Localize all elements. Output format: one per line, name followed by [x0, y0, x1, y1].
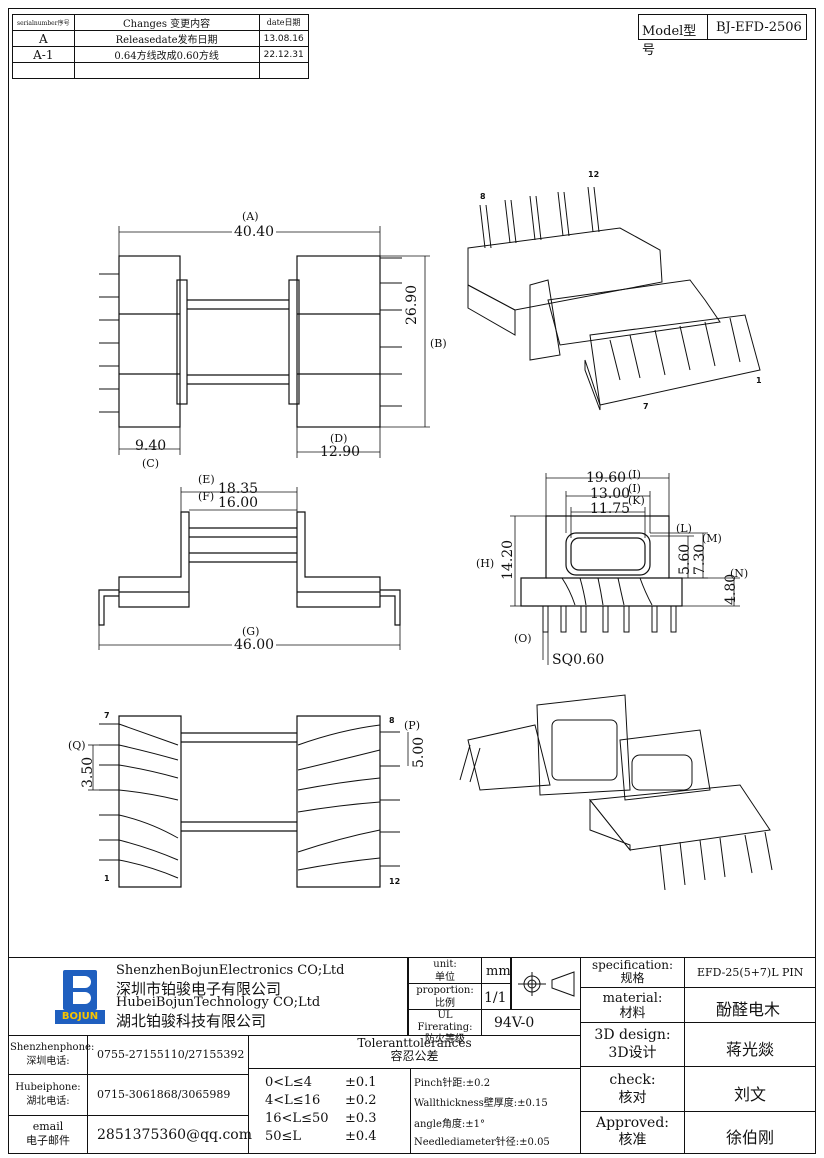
proportion-value: 1/1 — [484, 990, 507, 1006]
tolerances-title: Toleranttolerances 容忍公差 — [357, 1036, 472, 1063]
design-value: 蒋光燚 — [726, 1040, 775, 1059]
dim-c-label: (C) — [142, 457, 159, 470]
proportion-label: proportion: 比例 — [416, 985, 474, 1009]
fire-label: UL Firerating: 防火等级 — [417, 1010, 473, 1045]
revision-table: serialnumber序号 Changes 变更内容 date日期 A Rel… — [12, 14, 309, 79]
dim-k-label: (K) — [628, 494, 645, 507]
tol-value: ±0.4 — [345, 1129, 377, 1144]
dim-q-label: (Q) — [68, 739, 86, 752]
dim-m-label: (M) — [702, 532, 722, 545]
dim-a-value: 40.40 — [232, 224, 277, 240]
tol-range: 16<L≤50 — [265, 1111, 329, 1126]
dim-c-value: 9.40 — [135, 438, 167, 454]
dim-e-label: (E) — [198, 473, 215, 486]
tol-range: 4<L≤16 — [265, 1093, 321, 1108]
tol-note: angle角度:±1° — [414, 1119, 486, 1130]
company-line2-cn: 湖北铂骏科技有限公司 — [116, 1012, 267, 1030]
dim-b-label: (B) — [430, 337, 447, 350]
material-label: material: 材料 — [602, 991, 663, 1021]
dim-o-value: SQ0.60 — [552, 652, 605, 668]
company-line1-cn: 深圳市铂骏电子有限公司 — [116, 980, 282, 998]
dim-k-value: 11.75 — [590, 501, 631, 517]
technical-drawing — [88, 186, 773, 891]
iso-view-top — [467, 186, 761, 411]
dim-b-value: 26.90 — [404, 284, 420, 325]
projection-symbol-cell — [511, 957, 581, 1010]
bottom-view — [88, 715, 409, 888]
unit-label: unit: 单位 — [433, 959, 457, 983]
dim-i1-label: (I) — [628, 468, 641, 481]
dim-f-label: (F) — [198, 490, 215, 503]
pin-label-1: 1 — [104, 874, 110, 883]
dim-g-value: 46.00 — [232, 637, 277, 653]
pin-label-8: 8 — [389, 716, 395, 725]
table-row — [12, 62, 309, 79]
contact-value-hubei: 0715-3061868/3065989 — [97, 1088, 231, 1101]
tol-note: Wallthickness壁厚度:±0.15 — [414, 1098, 548, 1109]
logo-text: BOJUN — [55, 1010, 105, 1024]
dim-d-label: (D) — [330, 432, 348, 445]
company-line2-en: HubeiBojunTechnology CO;Ltd — [116, 995, 321, 1010]
contact-value-shenzhen: 0755-27155110/27155392 — [97, 1048, 245, 1061]
model-value-cell: BJ-EFD-2506 — [707, 14, 807, 40]
model-label: Model型号 — [642, 24, 697, 58]
dim-q-value: 3.50 — [80, 756, 96, 788]
dim-g-label: (G) — [242, 625, 260, 638]
dim-p-label: (P) — [404, 719, 420, 732]
tol-value: ±0.1 — [345, 1075, 377, 1090]
iso-pin-label-12: 12 — [588, 170, 600, 179]
spec-label: specification: 规格 — [591, 958, 674, 985]
table-row: A Releasedate发布日期 13.08.16 — [12, 30, 309, 47]
dim-n-label: (N) — [730, 567, 749, 580]
company-line1-en: ShenzhenBojunElectronics CO;Ltd — [116, 963, 345, 978]
contact-label-hubei: Hubeiphone: 湖北电话: — [15, 1082, 81, 1107]
fire-value: 94V-0 — [494, 1015, 535, 1031]
dim-l-label: (L) — [676, 522, 692, 535]
dim-d-value: 12.90 — [320, 444, 361, 460]
tol-value: ±0.3 — [345, 1111, 377, 1126]
table-row: A-1 0.64方线改成0.60方线 22.12.31 — [12, 46, 309, 63]
tol-range: 0<L≤4 — [265, 1075, 312, 1090]
spec-value: EFD-25(5+7)L PIN — [697, 966, 804, 979]
tol-note: Pinch针距:±0.2 — [414, 1078, 491, 1089]
dim-f-value: 16.00 — [218, 495, 259, 511]
dim-p-value: 5.00 — [411, 736, 427, 768]
check-label: check: 核对 — [609, 1072, 656, 1106]
dim-e-value: 18.35 — [218, 481, 259, 497]
dim-i1-value: 19.60 — [586, 470, 627, 486]
material-value: 酚醛电木 — [716, 1000, 781, 1019]
front-view — [510, 473, 740, 665]
iso-pin-label-1: 1 — [756, 376, 762, 385]
projection-symbol-icon — [518, 971, 575, 997]
top-view — [99, 226, 430, 458]
dim-n-value: 4.80 — [723, 573, 739, 605]
tol-value: ±0.2 — [345, 1093, 377, 1108]
model-value: BJ-EFD-2506 — [716, 20, 802, 35]
dim-h-label: (H) — [476, 557, 495, 570]
design-label: 3D design: 3D设计 — [594, 1027, 671, 1061]
unit-value: mm — [486, 964, 511, 979]
tol-range: 50≤L — [265, 1129, 302, 1144]
tol-note: Needlediameter针径:±0.05 — [414, 1137, 550, 1148]
approved-label: Approved: 核准 — [595, 1115, 670, 1148]
dim-m-value2: 7.30 — [692, 543, 708, 575]
dim-i2-value: 13.00 — [590, 486, 631, 502]
dim-o-label: (O) — [514, 632, 532, 645]
pin-label-12: 12 — [389, 877, 401, 886]
company-logo: BOJUN — [55, 970, 105, 1025]
contact-label-shenzhen: Shenzhenphone: 深圳电话: — [10, 1042, 95, 1067]
iso-view-bottom — [459, 694, 773, 891]
dim-m-value1: 5.60 — [677, 543, 693, 575]
iso-pin-label-7: 7 — [643, 402, 649, 411]
contact-value-email: 2851375360@qq.com — [97, 1127, 252, 1143]
approved-value: 徐伯刚 — [726, 1128, 775, 1147]
dim-i2-label: (I) — [628, 482, 641, 495]
pin-label-7: 7 — [104, 711, 110, 720]
dim-a-label: (A) — [242, 210, 259, 223]
iso-pin-label-8: 8 — [480, 192, 486, 201]
check-value: 刘文 — [734, 1085, 767, 1104]
contact-label-email: email 电子邮件 — [26, 1120, 70, 1147]
dim-h-value: 14.20 — [500, 539, 516, 580]
